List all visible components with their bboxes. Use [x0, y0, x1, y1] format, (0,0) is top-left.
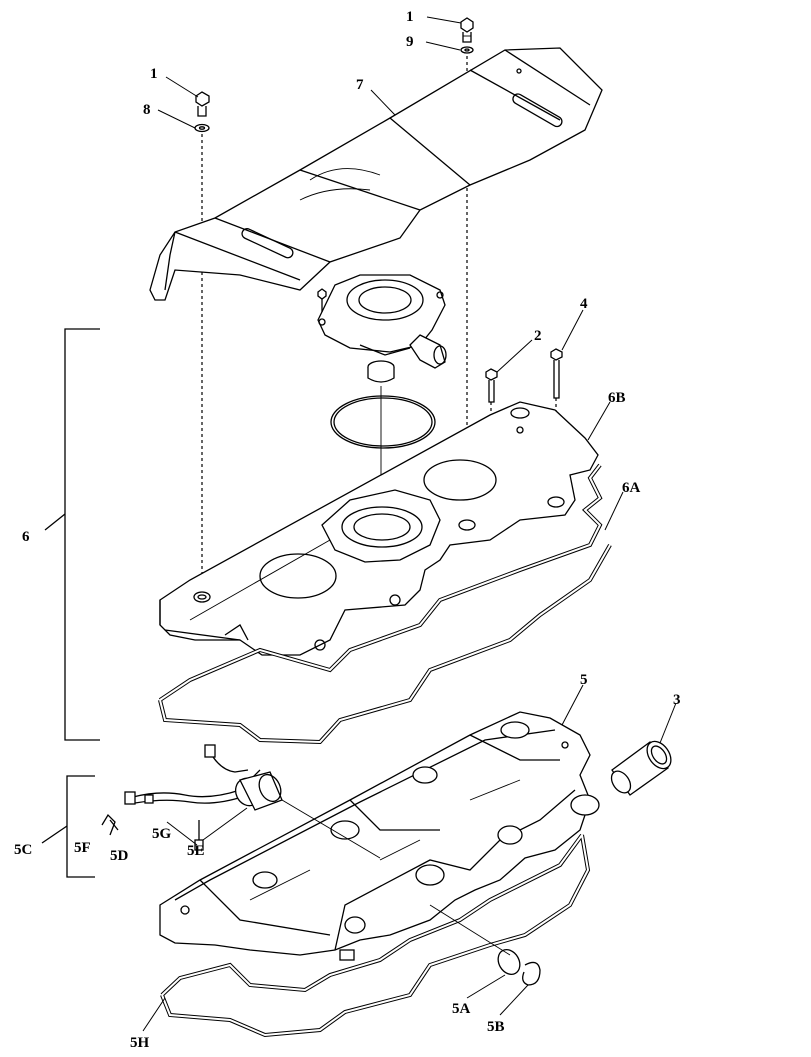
- rocker-cover-6b: [159, 401, 599, 656]
- bracket-5c: [41, 775, 95, 878]
- wiring-harness: [124, 744, 263, 851]
- bracket-6: [44, 328, 100, 741]
- callout-5b: 5B: [487, 1019, 505, 1035]
- callout-3: 3: [673, 692, 681, 708]
- breather-bolt: [317, 288, 327, 312]
- callout-5d: 5D: [110, 848, 129, 864]
- callout-5f: 5F: [74, 840, 91, 856]
- bolt-1-right: [460, 17, 474, 43]
- callout-1-left: 1: [150, 66, 158, 82]
- leader-lines: [142, 16, 677, 1032]
- callout-4: 4: [580, 296, 588, 312]
- washer-8: [194, 123, 210, 133]
- connector-5e: [234, 771, 283, 811]
- callout-2: 2: [534, 328, 542, 344]
- callout-5e: 5E: [187, 843, 205, 859]
- callout-5h: 5H: [130, 1035, 150, 1051]
- clip-5f-5d: [101, 813, 119, 836]
- gasket-5h: [160, 833, 591, 1038]
- rocker-housing-5: [159, 711, 600, 961]
- bolt-2: [485, 368, 498, 403]
- o-ring-axis: [429, 904, 511, 956]
- callout-9: 9: [406, 34, 414, 50]
- heat-shield-7: [149, 47, 603, 301]
- callout-5: 5: [580, 672, 588, 688]
- breather-plug: [367, 360, 395, 383]
- callout-5c: 5C: [14, 842, 32, 858]
- callout-1-top: 1: [406, 9, 414, 25]
- breather-housing: [317, 274, 447, 369]
- callout-6: 6: [22, 529, 30, 545]
- oil-filler-3: [610, 740, 672, 796]
- callout-5a: 5A: [452, 1001, 471, 1017]
- callout-7: 7: [356, 77, 364, 93]
- bolt-1-left: [195, 91, 210, 117]
- connector-axis: [281, 799, 381, 859]
- washer-9: [460, 46, 474, 54]
- clip-5b: [522, 961, 541, 986]
- callout-8: 8: [143, 102, 151, 118]
- callout-6b: 6B: [608, 390, 626, 406]
- gasket-6a: [158, 463, 612, 745]
- stud-4: [550, 348, 563, 399]
- callout-5g: 5G: [152, 826, 172, 842]
- breather-o-ring: [330, 395, 436, 449]
- callout-6a: 6A: [622, 480, 641, 496]
- o-ring-5a: [497, 949, 521, 975]
